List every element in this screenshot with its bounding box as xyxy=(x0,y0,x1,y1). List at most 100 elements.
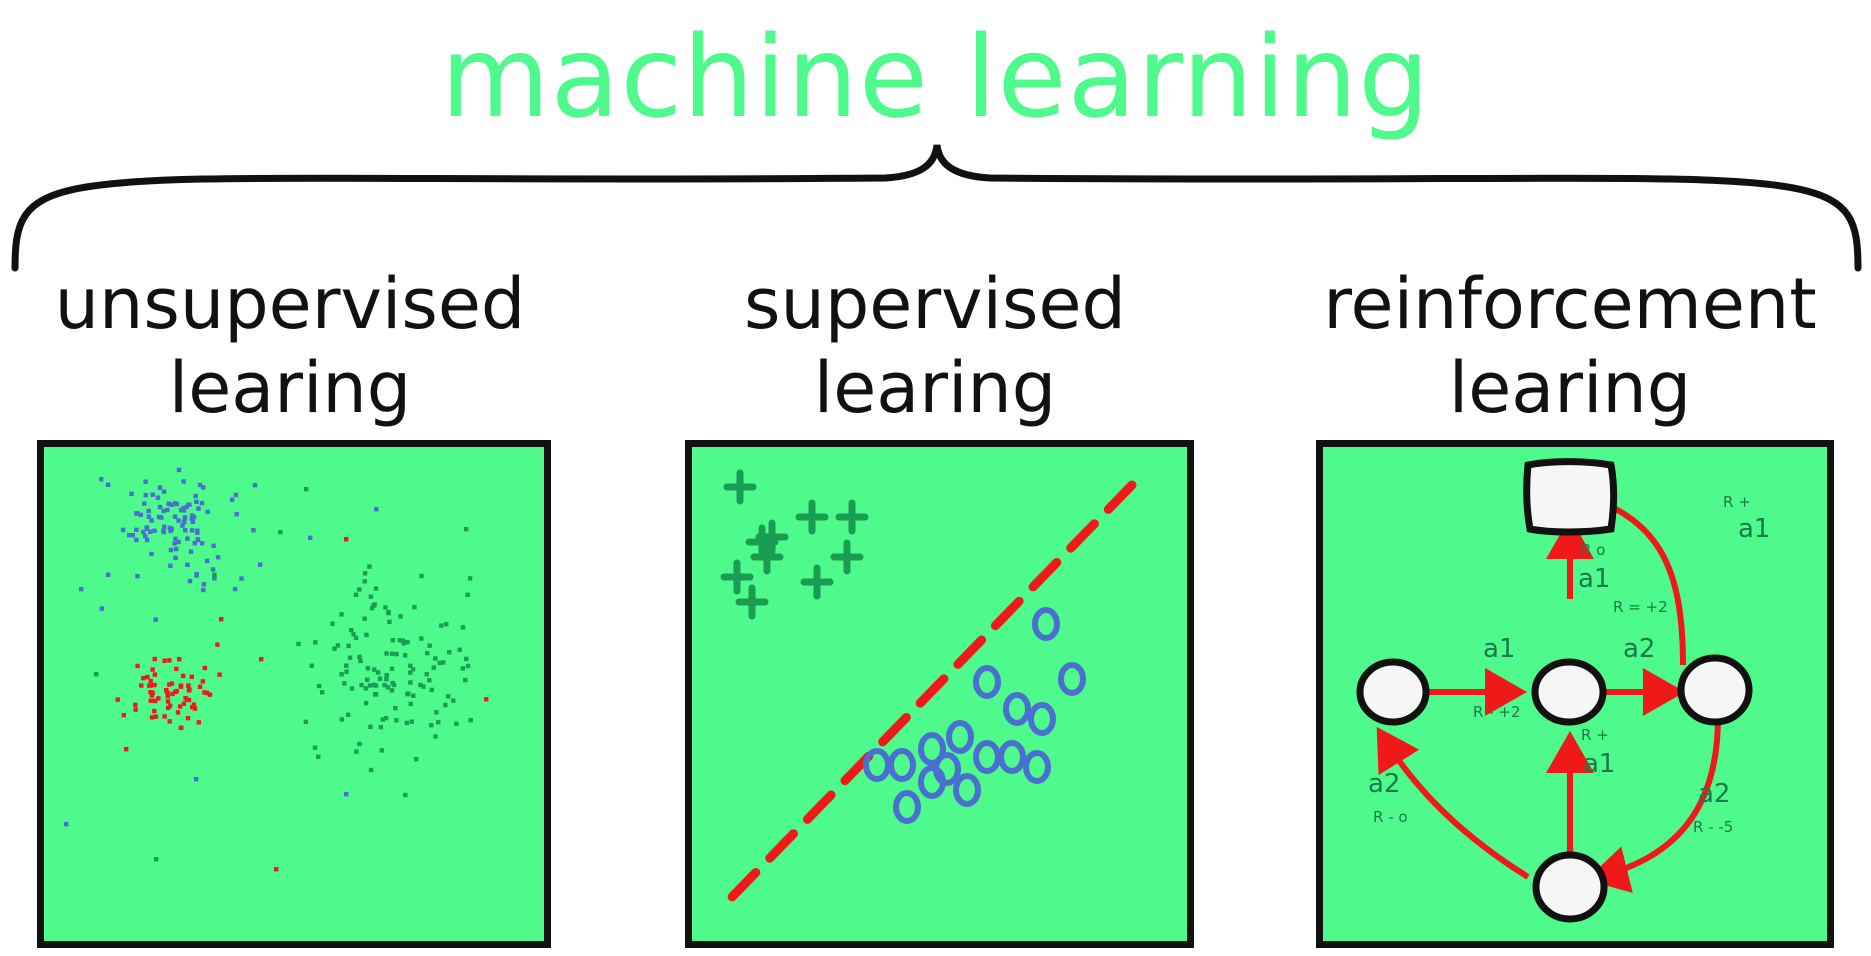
circle-marker xyxy=(953,773,981,807)
red-point xyxy=(186,688,192,693)
red-point xyxy=(152,698,158,704)
circle-marker xyxy=(1023,750,1051,784)
red-point xyxy=(167,703,173,708)
green-point xyxy=(317,683,322,689)
blue-point xyxy=(205,509,210,514)
green-point xyxy=(389,666,395,671)
red-point xyxy=(177,704,183,709)
category-reinforcement: reinforcement learing xyxy=(1290,262,1850,430)
blue-point xyxy=(173,555,178,561)
edge-arrow xyxy=(1586,716,1721,893)
blue-point xyxy=(148,529,153,534)
blue-point xyxy=(195,530,200,535)
green-point xyxy=(367,564,372,569)
blue-point xyxy=(211,543,216,548)
blue-point xyxy=(99,606,105,611)
green-point xyxy=(408,663,413,668)
green-point xyxy=(335,643,341,648)
green-point xyxy=(368,724,373,729)
green-point xyxy=(332,646,337,651)
blue-point xyxy=(176,518,181,523)
red-point xyxy=(133,707,138,712)
blue-point xyxy=(120,527,126,533)
blue-point xyxy=(156,514,162,520)
blue-point xyxy=(168,547,174,553)
outlier-point xyxy=(464,527,469,532)
red-point xyxy=(191,702,197,707)
blue-point xyxy=(161,508,166,514)
blue-point xyxy=(143,533,148,539)
green-point xyxy=(344,663,349,668)
green-point xyxy=(418,682,423,688)
blue-point xyxy=(161,489,167,494)
green-point xyxy=(303,719,309,725)
green-point xyxy=(386,609,391,615)
blue-point xyxy=(105,572,111,577)
blue-point xyxy=(161,529,167,535)
green-point xyxy=(411,693,416,698)
green-point xyxy=(454,721,459,726)
outlier-point xyxy=(94,672,99,677)
category-line: learing xyxy=(813,347,1057,429)
outlier-point xyxy=(194,777,199,782)
red-point xyxy=(197,684,203,689)
blue-point xyxy=(149,551,154,557)
green-point xyxy=(346,712,351,717)
green-point xyxy=(439,623,444,628)
state-node xyxy=(1356,658,1430,726)
red-point xyxy=(145,674,150,680)
red-point xyxy=(141,675,146,681)
green-point xyxy=(464,656,469,662)
green-point xyxy=(385,685,391,690)
outlier-point xyxy=(259,657,264,662)
state-node xyxy=(1532,851,1608,923)
red-point xyxy=(177,657,182,662)
red-point xyxy=(186,683,191,688)
red-point xyxy=(190,704,195,710)
classification-plot xyxy=(720,469,1137,902)
green-point xyxy=(375,670,381,675)
red-point xyxy=(173,689,178,695)
green-point xyxy=(408,670,413,675)
red-point xyxy=(165,690,170,695)
blue-point xyxy=(172,501,178,506)
state-node xyxy=(1531,658,1607,726)
blue-point xyxy=(187,578,193,584)
blue-point xyxy=(134,537,139,543)
blue-point xyxy=(252,482,258,488)
green-point xyxy=(394,651,399,657)
blue-point xyxy=(144,526,150,531)
outlier-point xyxy=(444,622,449,627)
green-point xyxy=(443,702,448,708)
circle-marker xyxy=(918,765,946,799)
green-point xyxy=(394,718,399,723)
blue-point xyxy=(233,492,239,498)
blue-point xyxy=(135,511,140,516)
green-point xyxy=(378,724,384,730)
circle-marker xyxy=(973,740,1001,774)
plus-marker xyxy=(735,584,769,620)
blue-point xyxy=(165,507,170,513)
green-point xyxy=(398,614,403,619)
green-point xyxy=(342,681,347,686)
blue-point xyxy=(185,562,190,567)
green-point xyxy=(427,643,432,648)
edge-label: R - +2 xyxy=(1473,703,1520,721)
state-node xyxy=(1677,654,1753,726)
red-point xyxy=(147,683,152,688)
green-point xyxy=(357,587,362,592)
green-point xyxy=(371,682,376,688)
red-point xyxy=(150,690,155,695)
red-point xyxy=(207,692,213,697)
green-point xyxy=(377,676,383,681)
blue-point xyxy=(183,528,188,533)
green-point xyxy=(434,710,439,715)
blue-point xyxy=(182,515,188,520)
green-point xyxy=(380,717,385,722)
red-point xyxy=(164,688,169,693)
green-point xyxy=(387,619,392,625)
blue-point xyxy=(169,526,174,532)
blue-point xyxy=(197,482,203,488)
green-point xyxy=(436,720,441,725)
blue-point xyxy=(138,512,143,517)
